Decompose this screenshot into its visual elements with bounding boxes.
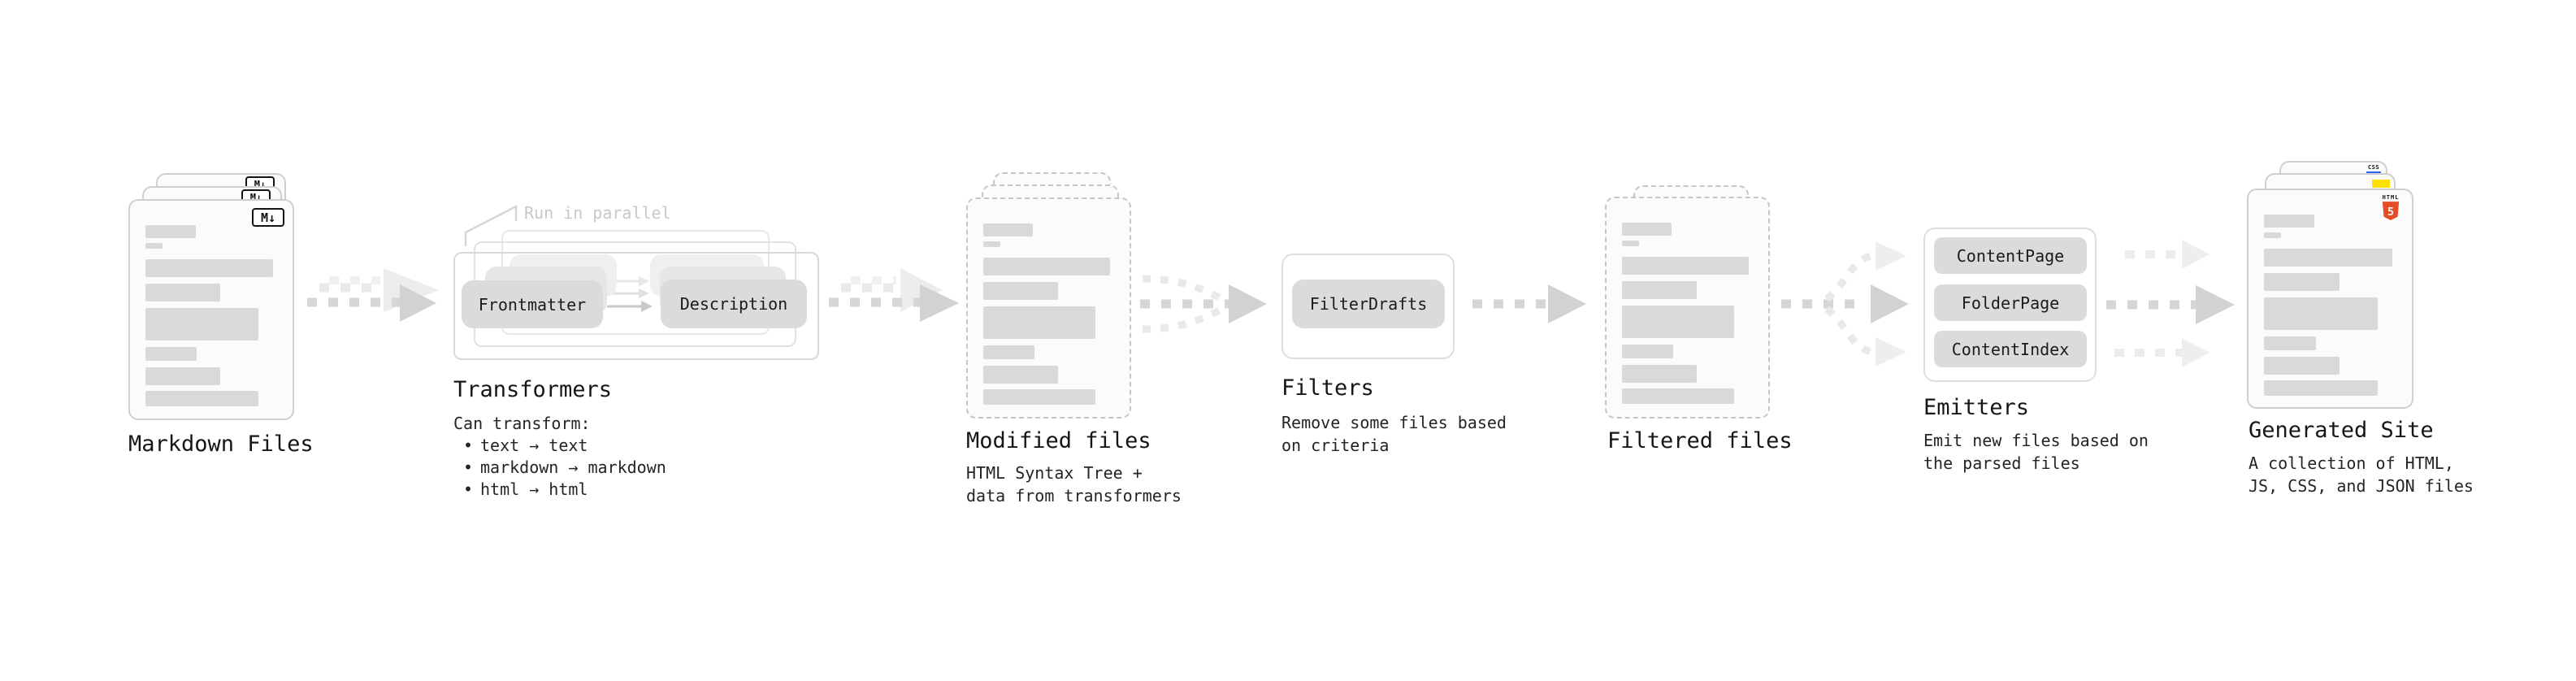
doc-line: [145, 259, 274, 277]
filterdrafts-pill: FilterDrafts: [1292, 280, 1445, 328]
doc-placeholder-lines: [2264, 215, 2396, 396]
doc-line: [145, 225, 196, 238]
transformers-bullet-list: text → text markdown → markdown html → h…: [453, 435, 666, 501]
stage-title-modified-files: Modified files: [966, 428, 1151, 453]
doc-line: [2264, 273, 2340, 291]
doc-placeholder-lines: [1622, 223, 1753, 404]
doc-line: [983, 282, 1058, 300]
emitters-description: Emit new files based on the parsed files: [1923, 431, 2149, 473]
doc-line: [145, 347, 197, 361]
doc-line: [2264, 249, 2393, 267]
modified-files-description: HTML Syntax Tree + data from transformer…: [966, 463, 1182, 505]
transformers-desc-heading: Can transform:: [453, 414, 591, 433]
doc-line: [145, 308, 259, 340]
doc-line: [1622, 306, 1735, 338]
doc-line: [983, 241, 1000, 247]
generated-site-description: A collection of HTML, JS, CSS, and JSON …: [2249, 453, 2474, 496]
doc-line: [1622, 365, 1697, 383]
arrow-modified-to-filters: [1140, 275, 1267, 333]
doc-line: [983, 366, 1058, 384]
html5-icon: HTML 5: [2380, 195, 2401, 224]
svg-text:5: 5: [2387, 206, 2394, 219]
doc-line: [983, 258, 1111, 275]
contentpage-pill: ContentPage: [1934, 237, 2087, 274]
stage-title-generated-site: Generated Site: [2249, 418, 2434, 443]
doc-line: [2264, 380, 2379, 396]
doc-line: [145, 284, 221, 301]
doc-line: [145, 367, 221, 385]
arrow-filtered-to-emitters: [1781, 241, 1909, 367]
html5-shield: 5: [2382, 202, 2400, 220]
arrow-markdown-to-transformers: [307, 268, 439, 322]
doc-line: [983, 345, 1034, 359]
bullet-item: html → html: [453, 479, 666, 501]
bullet-item: markdown → markdown: [453, 457, 666, 479]
doc-line: [2264, 232, 2282, 238]
arrows-emitters-to-generated: [2106, 240, 2235, 367]
frontmatter-pill: Frontmatter: [462, 280, 603, 328]
doc-line: [983, 223, 1034, 236]
generated-file-card-html: HTML 5: [2247, 189, 2413, 409]
folderpage-pill: FolderPage: [1934, 284, 2087, 321]
css-icon: CSS: [2366, 165, 2381, 174]
filtered-file-card: [1605, 197, 1770, 419]
arrow-filters-to-filtered: [1472, 284, 1586, 323]
description-pill: Description: [661, 280, 807, 328]
css-icon-bar: [2366, 171, 2381, 174]
doc-line: [2264, 336, 2316, 350]
transformer-box-front: [453, 252, 819, 360]
doc-line: [145, 243, 163, 249]
doc-line: [1622, 223, 1672, 236]
modified-file-card: [966, 197, 1131, 419]
bullet-item: text → text: [453, 435, 666, 457]
doc-line: [983, 389, 1096, 405]
filters-description: Remove some files based on criteria: [1281, 413, 1507, 455]
doc-line: [983, 306, 1096, 339]
stage-title-markdown-files: Markdown Files: [128, 432, 314, 457]
doc-line: [2264, 357, 2340, 375]
contentindex-pill: ContentIndex: [1934, 331, 2087, 367]
stage-title-emitters: Emitters: [1923, 395, 2030, 420]
arrow-transformers-to-modified: [829, 268, 959, 322]
markdown-file-card: M↓: [128, 199, 294, 420]
js-icon: [2372, 180, 2390, 188]
stage-title-filtered-files: Filtered files: [1607, 428, 1793, 453]
doc-line: [145, 391, 259, 406]
transformers-description: Can transform: text → text markdown → ma…: [453, 413, 666, 501]
doc-line: [1622, 388, 1735, 404]
doc-placeholder-lines: [145, 225, 277, 406]
doc-line: [1622, 345, 1673, 358]
doc-placeholder-lines: [983, 223, 1114, 405]
run-in-parallel-annotation: Run in parallel: [524, 203, 671, 223]
doc-line: [1622, 281, 1697, 299]
stage-title-transformers: Transformers: [453, 377, 613, 402]
doc-line: [1622, 241, 1639, 246]
doc-line: [1622, 257, 1750, 275]
stage-title-filters: Filters: [1281, 375, 1374, 401]
doc-line: [2264, 215, 2314, 228]
doc-line: [2264, 297, 2379, 330]
markdown-icon: M↓: [252, 208, 284, 227]
